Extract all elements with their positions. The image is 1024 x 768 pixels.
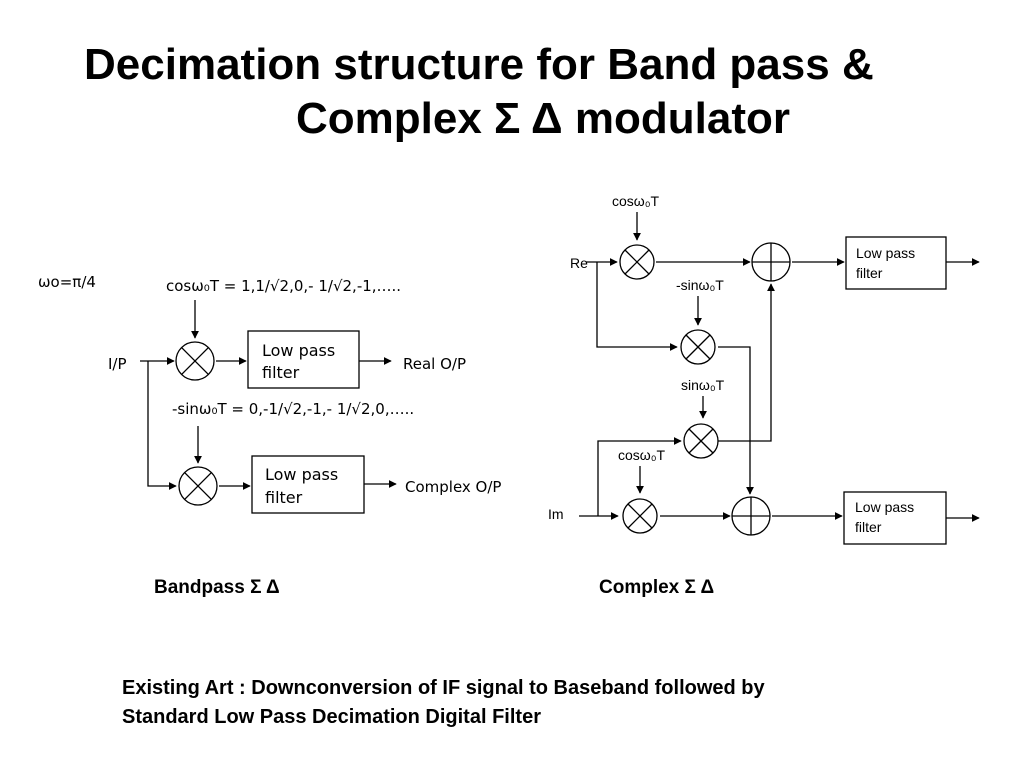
real-output-label: Real O/P — [403, 355, 466, 373]
filter1-line1: Low pass — [262, 341, 335, 360]
mixer-c — [683, 423, 719, 459]
cos-sequence-label: cosω₀T = 1,1/√2,0,- 1/√2,-1,….. — [166, 277, 401, 295]
input-label: I/P — [108, 355, 127, 373]
filter-bottom-line1: Low pass — [855, 499, 914, 515]
slide-title: Decimation structure for Band pass & Com… — [0, 38, 1024, 146]
mixer-c-to-adder-top — [718, 283, 775, 442]
footer-note: Existing Art : Downconversion of IF sign… — [122, 674, 982, 732]
im-branch-wire — [597, 437, 682, 516]
bandpass-caption: Bandpass Σ Δ — [154, 577, 280, 598]
footer-line-2: Standard Low Pass Decimation Digital Fil… — [122, 706, 541, 728]
adder-top — [751, 242, 791, 282]
filter-top-line1: Low pass — [856, 245, 915, 261]
filter-bottom-line2: filter — [855, 519, 882, 535]
sin-sequence-label: -sinω₀T = 0,-1/√2,-1,- 1/√2,0,….. — [172, 400, 414, 418]
title-line-2: Complex Σ Δ modulator — [296, 94, 790, 143]
complex-output-label: Complex O/P — [405, 478, 501, 496]
mixer-d — [622, 498, 658, 534]
complex-caption: Complex Σ Δ — [599, 577, 714, 598]
footer-line-1: Existing Art : Downconversion of IF sign… — [122, 677, 765, 699]
filter2-line1: Low pass — [265, 465, 338, 484]
low-pass-filter-bottom — [843, 491, 947, 545]
filter1-line2: filter — [262, 363, 300, 382]
bandpass-diagram: ωo=π/4 cosω₀T = 1,1/√2,0,- 1/√2,-1,….. -… — [38, 273, 501, 598]
sin-label: sinω₀T — [681, 377, 725, 393]
input-branch-wire — [147, 361, 177, 490]
cos-top-label: cosω₀T — [612, 193, 660, 209]
mixer-cos — [175, 341, 215, 381]
low-pass-filter-top — [845, 236, 947, 290]
filter-top-line2: filter — [856, 265, 883, 281]
cos-bottom-label: cosω₀T — [618, 447, 666, 463]
title-line-1: Decimation structure for Band pass & — [84, 40, 874, 89]
mixer-b-to-adder-bottom — [718, 346, 754, 495]
low-pass-filter-real — [247, 330, 360, 389]
omega-label: ωo=π/4 — [38, 273, 96, 291]
complex-diagram: cosω₀T Re -sinω₀T sinω₀T cosω₀T Im — [548, 193, 980, 598]
im-label: Im — [548, 506, 564, 522]
re-branch-wire — [596, 262, 678, 351]
neg-sin-label: -sinω₀T — [676, 277, 724, 293]
adder-bottom — [731, 496, 771, 536]
filter2-line2: filter — [265, 488, 303, 507]
mixer-a — [619, 244, 655, 280]
mixer-sin — [178, 466, 218, 506]
re-label: Re — [570, 255, 588, 271]
mixer-b — [680, 329, 716, 365]
low-pass-filter-complex — [251, 455, 365, 514]
